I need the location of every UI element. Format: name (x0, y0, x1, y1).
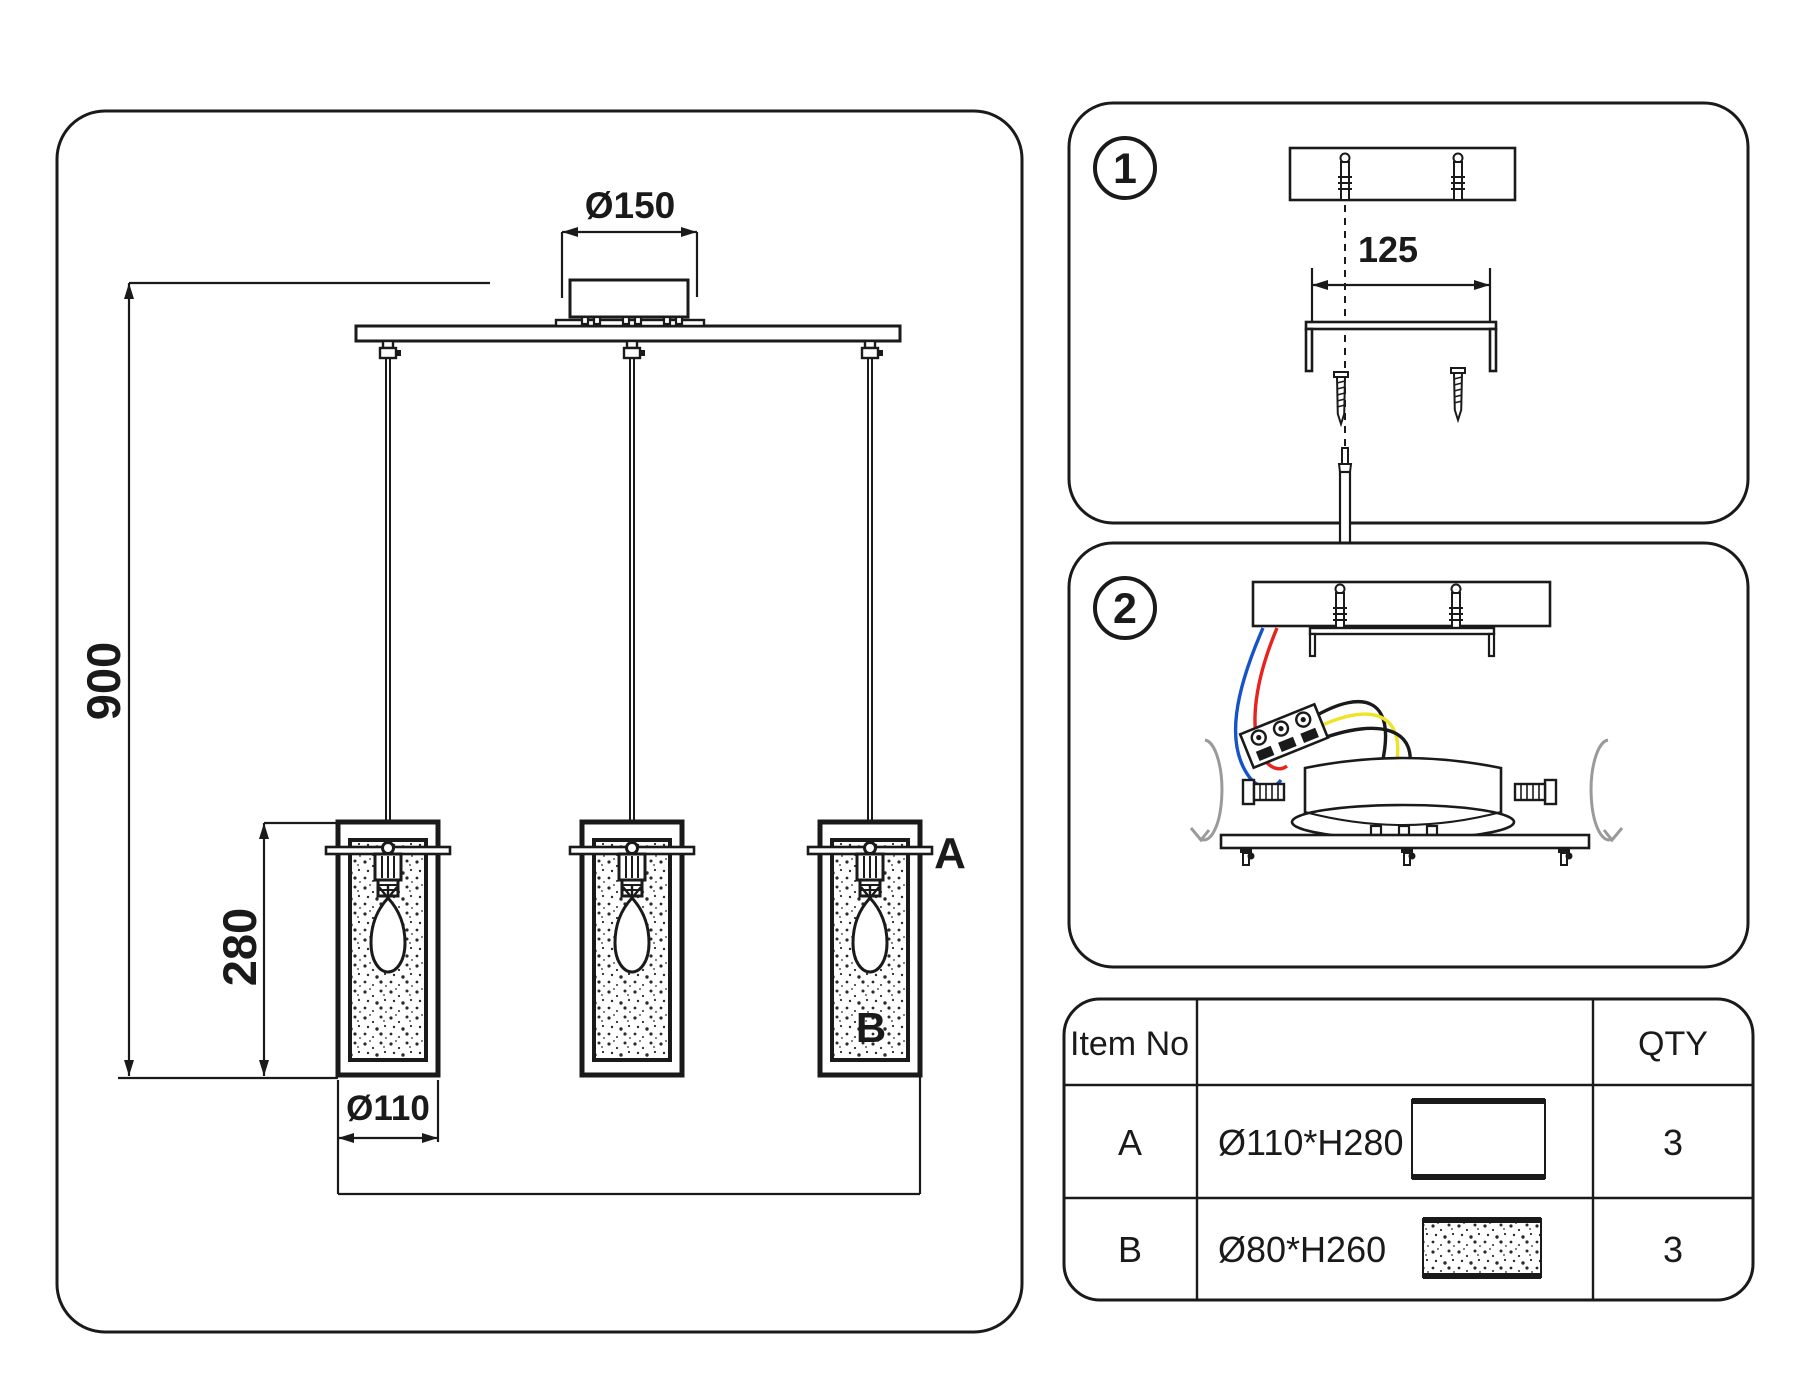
dim-overall-height-label: 900 (77, 642, 130, 720)
table-header-qty: QTY (1638, 1025, 1708, 1063)
part-label-b: B (856, 1004, 886, 1051)
wire-yellow (1315, 712, 1400, 773)
dim-shade-width-label: Ø110 (346, 1089, 430, 1128)
dim-bracket-width: 125 (1310, 229, 1492, 322)
step-1-badge (1093, 136, 1157, 200)
main-diagram-panel: Ø150 900 280 Ø110 A B (55, 109, 1024, 1334)
row-a-qty: 3 (1663, 1122, 1683, 1163)
mounting-bracket-drawing (1304, 320, 1498, 373)
row-b-item: B (1118, 1229, 1142, 1270)
row-a-part-graphic (1411, 1098, 1546, 1180)
row-b-qty: 3 (1663, 1229, 1683, 1270)
row-a-item: A (1118, 1122, 1142, 1163)
ceiling-plate-drawing-2 (1251, 580, 1552, 658)
row-a-size: Ø110*H280 (1218, 1122, 1403, 1163)
ceiling-bar-drawing (354, 278, 902, 343)
step2-panel: 2 (1067, 541, 1750, 969)
table-header-item-no: Item No (1070, 1025, 1189, 1063)
terminal-block-icon (1238, 702, 1330, 770)
dim-shade-height-label: 280 (213, 908, 266, 986)
ceiling-plate-drawing (1288, 146, 1517, 202)
step-2-number: 2 (1113, 585, 1137, 633)
canopy-assembly-drawing (1219, 756, 1591, 866)
canopy-feet (580, 315, 684, 326)
table-row-a: A Ø110*H280 3 (1118, 1098, 1683, 1180)
wire-black-1 (1311, 700, 1388, 769)
row-b-part-graphic (1422, 1217, 1542, 1279)
step-2-badge (1093, 576, 1157, 640)
row-b-size: Ø80*H260 (1218, 1229, 1386, 1270)
dim-shade-height: 280 (213, 821, 338, 1076)
parts-table: Item No QTY A Ø110*H280 3 B Ø80*H260 3 (1062, 997, 1755, 1302)
dim-overall-height: 900 (77, 281, 490, 1080)
table-row-b: B Ø80*H260 3 (1118, 1217, 1683, 1279)
step-1-number: 1 (1113, 145, 1137, 193)
dim-canopy-label: Ø150 (585, 185, 676, 226)
dim-bracket-width-label: 125 (1358, 229, 1418, 270)
dim-shade-width: Ø110 (336, 1077, 922, 1196)
part-label-a: A (934, 829, 966, 878)
dim-canopy: Ø150 (560, 185, 699, 298)
